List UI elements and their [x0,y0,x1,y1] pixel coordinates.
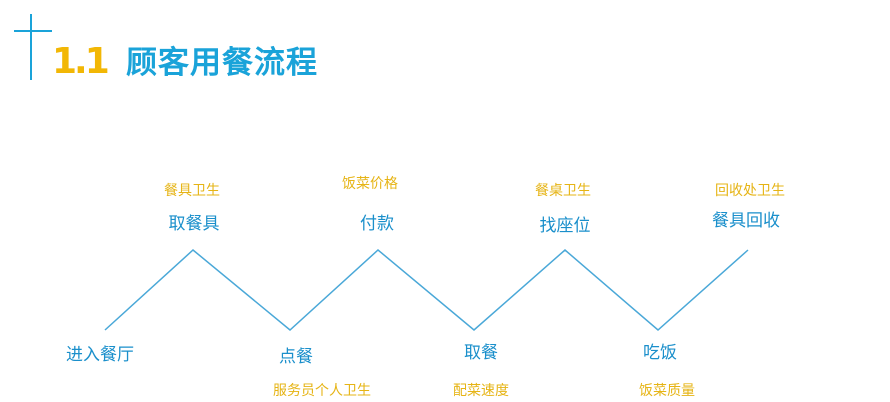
note-food-quality: 饭菜质量 [639,383,695,399]
step-return-utensils: 餐具回收 [712,211,780,231]
corner-mark-vertical [30,14,32,80]
note-utensil-hygiene: 餐具卫生 [164,183,220,199]
section-number: 1.1 [52,41,110,82]
page-title: 顾客用餐流程 [126,45,318,81]
step-order: 点餐 [279,347,313,367]
note-food-price: 饭菜价格 [342,176,398,192]
step-pay: 付款 [360,214,394,234]
note-staff-hygiene: 服务员个人卫生 [273,383,371,399]
step-pick-up-food: 取餐 [464,343,498,363]
corner-mark-horizontal [14,30,52,32]
step-enter-restaurant: 进入餐厅 [66,345,134,365]
step-get-utensils: 取餐具 [168,214,220,234]
step-find-seat: 找座位 [539,216,591,236]
note-serving-speed: 配菜速度 [453,383,509,399]
zigzag-connector-line [104,249,749,331]
note-table-hygiene: 餐桌卫生 [535,183,591,199]
note-return-area-hygiene: 回收处卫生 [715,183,785,199]
step-eat: 吃饭 [643,343,677,363]
